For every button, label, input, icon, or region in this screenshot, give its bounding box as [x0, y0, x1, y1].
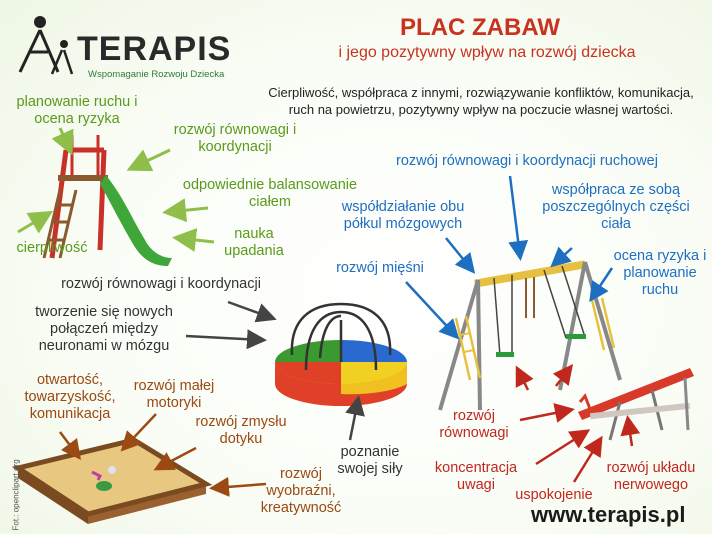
carousel-label-neurons: tworzenie się nowych połączeń między neu… — [35, 304, 173, 355]
swing-arrows — [405, 175, 614, 340]
intro-text: Cierpliwość, współpraca z innymi, rozwią… — [268, 85, 694, 117]
sandbox-label-imagination: rozwój wyobraźni, kreatywność — [260, 466, 342, 517]
sandbox-label-fine-motor: rozwój małej motoryki — [133, 378, 215, 412]
swing-label-body-parts: współpraca ze sobą poszczególnych części… — [542, 182, 690, 233]
slide-arrows — [17, 127, 215, 252]
carousel-label-balance: rozwój równowagi i koordynacji — [61, 276, 261, 292]
seesaw-label-nervous-system: rozwój układu nerwowego — [606, 460, 696, 494]
logo-figure-icon — [18, 16, 74, 75]
carousel-arrows — [185, 300, 365, 441]
slide-label-patience: cierpliwość — [16, 240, 88, 256]
page-subtitle: i jego pozytywny wpływ na rozwój dziecka — [338, 44, 636, 61]
swing-label-hemispheres: współdziałanie obu półkul mózgowych — [341, 199, 465, 233]
slide-label-planning: planowanie ruchu i ocena ryzyka — [16, 94, 138, 128]
slide-label-body-balance: odpowiednie balansowanie ciałem — [182, 177, 358, 211]
website-url: www.terapis.pl — [531, 502, 686, 527]
sandbox-label-openness: otwartość, towarzyskość, komunikacja — [24, 372, 116, 423]
seesaw-icon — [578, 368, 694, 441]
swing-label-balance: rozwój równowagi i koordynacji ruchowej — [396, 153, 658, 169]
seesaw-label-calming: uspokojenie — [515, 487, 593, 503]
logo-tagline: Wspomaganie Rozwoju Dziecka — [88, 69, 225, 80]
logo-name: TERAPIS — [77, 30, 232, 68]
seesaw-label-concentration: koncentracja uwagi — [434, 460, 518, 494]
swing-label-risk: ocena ryzyka i planowanie ruchu — [613, 248, 707, 299]
seesaw-label-balance: rozwój równowagi — [439, 408, 509, 442]
sandbox-label-touch: rozwój zmysłu dotyku — [195, 414, 287, 448]
carousel-icon — [275, 302, 407, 406]
swing-label-muscles: rozwój mięśni — [336, 260, 424, 276]
seesaw-arrows — [515, 364, 641, 483]
sandbox-arrows — [59, 413, 267, 497]
swing-set-icon — [438, 260, 622, 411]
photo-credit: Fot.: openclipart.org — [11, 459, 21, 531]
slide-icon — [42, 135, 172, 266]
carousel-label-strength: poznanie swojej siły — [337, 444, 403, 478]
page-title: PLAC ZABAW — [400, 14, 560, 41]
slide-label-balance: rozwój równowagi i koordynacji — [173, 122, 297, 156]
slide-label-falling: nauka upadania — [224, 226, 284, 260]
sandbox-icon — [11, 437, 213, 524]
